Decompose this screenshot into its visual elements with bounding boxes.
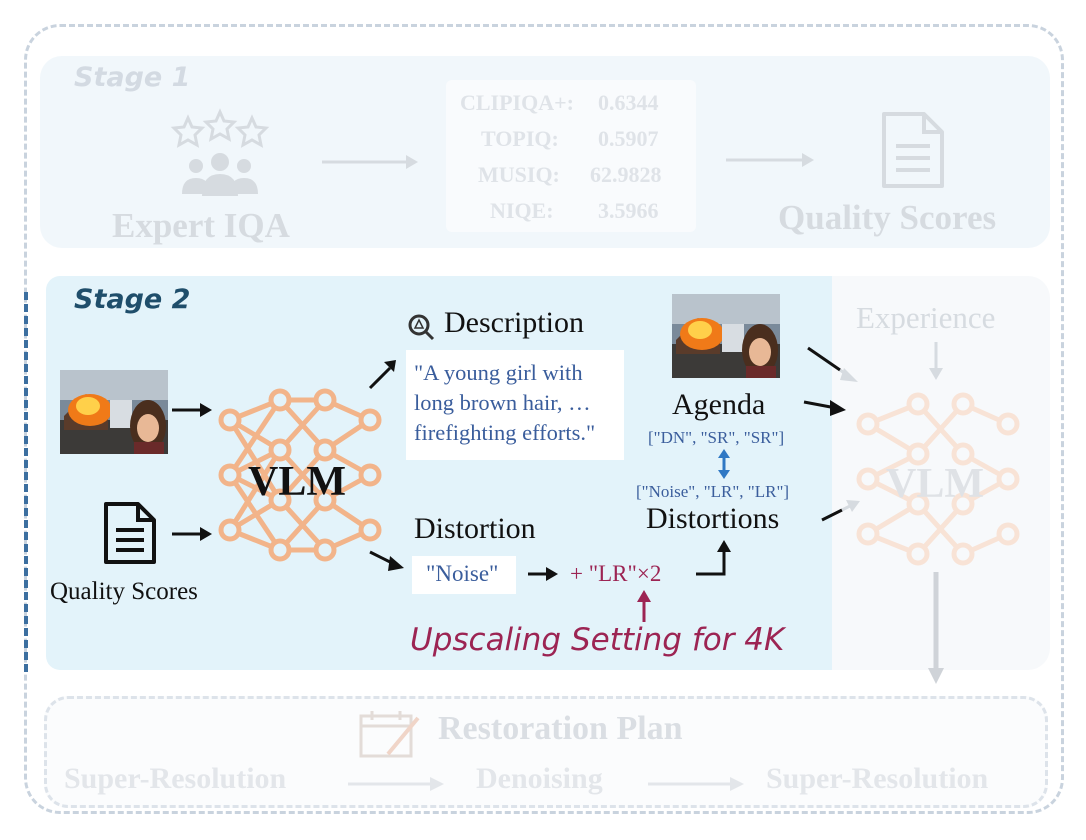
photo-arrow: [172, 403, 212, 417]
plan-arrow-1: [348, 777, 444, 791]
experience-label: Experience: [856, 300, 996, 335]
expert-iqa-label: Expert IQA: [112, 206, 290, 245]
stage1-arrow-2: [726, 153, 814, 167]
upscale-up-arrow: [637, 590, 651, 622]
quality-scores-document-icon: [104, 502, 156, 564]
distortion-value: "Noise": [426, 561, 499, 586]
agenda-distortion-link-arrow: [718, 449, 730, 479]
upscaling-setting-note: Upscaling Setting for 4K: [410, 622, 785, 658]
noise-box: [412, 556, 516, 594]
stage2-title: Stage 2: [74, 284, 191, 315]
distortions-label: Distortions: [646, 502, 780, 535]
agenda-to-vlm-arrow: [803, 400, 846, 416]
stage1-document-icon: [882, 112, 944, 188]
vlm-label: VLM: [248, 459, 346, 505]
vlm-network-faded-icon: [856, 392, 1020, 566]
description-line-3: firefighting efforts.": [414, 420, 596, 445]
restoration-plan-title: Restoration Plan: [438, 710, 683, 747]
quality-scores-label: Quality Scores: [50, 578, 198, 605]
magnifier-icon: [408, 314, 435, 341]
agenda-label: Agenda: [672, 388, 766, 421]
metric-value-topiq: 0.5907: [598, 126, 659, 151]
input-photo: [60, 370, 168, 454]
metric-name-clipiqa: CLIPIQA+:: [460, 90, 574, 115]
description-line-1: "A young girl with: [414, 360, 583, 385]
stage1-quality-scores-label: Quality Scores: [778, 198, 997, 237]
distortions-to-vlm-arrow: [821, 500, 860, 522]
distortion-label: Distortion: [414, 512, 536, 545]
vlm-network-icon: [218, 388, 382, 562]
lr-addition: + "LR"×2: [570, 561, 662, 586]
scores-arrow: [172, 527, 212, 541]
metric-scores-card: [446, 80, 696, 232]
metric-name-niqe: NIQE:: [490, 198, 554, 223]
description-label: Description: [444, 306, 584, 339]
plan-step-1: Super-Resolution: [64, 762, 287, 795]
vlm-to-plan-arrow: [928, 572, 944, 684]
stage1-arrow-1: [322, 155, 418, 169]
expert-panel-icon: [170, 108, 270, 196]
metric-value-clipiqa: 0.6344: [598, 90, 659, 115]
agenda-list: ["DN", "SR", "SR"]: [648, 428, 785, 447]
plan-calendar-icon: [359, 711, 420, 758]
metric-value-niqe: 3.5966: [598, 198, 659, 223]
to-description-arrow: [368, 360, 396, 390]
metric-name-musiq: MUSIQ:: [478, 162, 560, 187]
vlm-right-label: VLM: [886, 461, 984, 507]
agenda-photo: [672, 294, 780, 378]
to-distortions-arrow: [696, 540, 731, 576]
description-quote-box: "A young girl with long brown hair, … fi…: [406, 350, 624, 460]
plan-step-3: Super-Resolution: [766, 762, 989, 795]
plan-arrow-2: [648, 777, 744, 791]
distortions-list: ["Noise", "LR", "LR"]: [636, 482, 790, 501]
experience-arrow: [929, 342, 943, 380]
description-line-2: long brown hair, …: [414, 390, 591, 415]
left-edge-accent: [24, 292, 28, 672]
metric-name-topiq: TOPIQ:: [481, 126, 559, 151]
to-distortion-arrow: [369, 550, 404, 571]
metric-value-musiq: 62.9828: [590, 162, 662, 187]
photo-to-vlm-arrow: [807, 346, 858, 382]
plan-step-2: Denoising: [476, 762, 603, 795]
noise-arrow: [528, 567, 558, 581]
stage1-title: Stage 1: [74, 62, 191, 93]
restoration-plan-box: [44, 696, 1048, 808]
